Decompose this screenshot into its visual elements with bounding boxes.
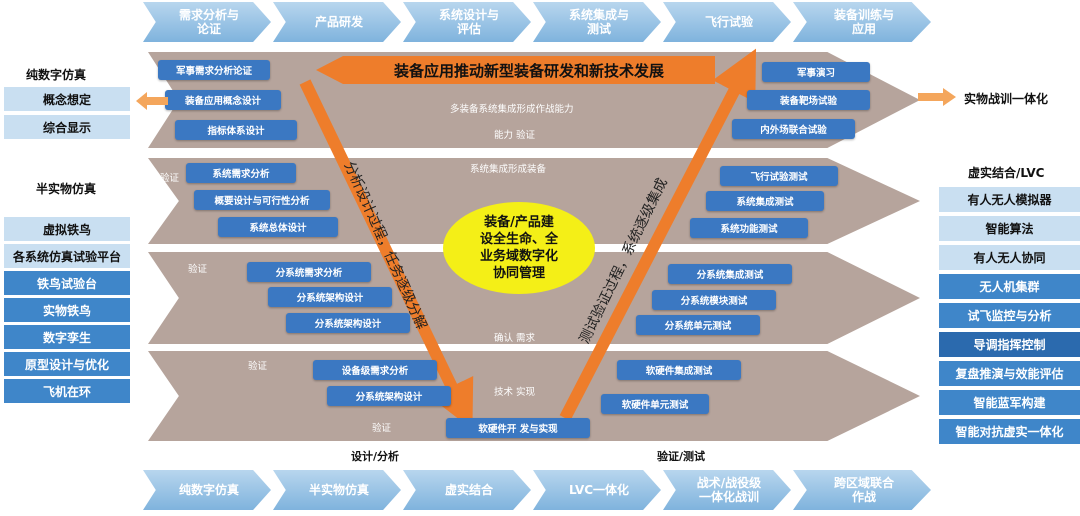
left-title-hardware: 半实物仿真 <box>36 182 97 196</box>
right-box: 有人无人模拟器 <box>939 187 1080 212</box>
top-flow-step: 需求分析与 论证 <box>143 2 271 42</box>
down-arrow <box>299 79 474 430</box>
bottom-flow-step: LVC一体化 <box>533 470 661 510</box>
left-box: 飞机在环 <box>4 379 130 403</box>
banner-arrow-head <box>316 56 343 84</box>
band2-right-item: 飞行试验测试 <box>720 166 838 186</box>
band2-left-item: 系统总体设计 <box>218 217 338 237</box>
band3-verify: 验证 <box>188 264 208 275</box>
right-box: 智能算法 <box>939 216 1080 241</box>
left-box: 各系统仿真试验平台 <box>4 244 130 268</box>
band3-right-item: 分系统单元测试 <box>636 315 760 335</box>
center-circle: 装备/产品建 设全生命、全 业务域数字化 协同管理 <box>443 202 595 294</box>
band3-left-item: 分系统架构设计 <box>286 313 410 333</box>
band4-right-item: 软硬件集成测试 <box>617 360 741 380</box>
left-arrow-icon <box>136 92 168 110</box>
band1-right-item: 装备靶场试验 <box>747 90 870 110</box>
right-box: 有人无人协同 <box>939 245 1080 270</box>
left-box: 综合显示 <box>4 115 130 139</box>
band4-bottom-item: 软硬件开 发与实现 <box>446 418 590 438</box>
right-arrow-icon <box>918 88 956 106</box>
right-box: 导调指挥控制 <box>939 332 1080 357</box>
bottom-flow-step: 纯数字仿真 <box>143 470 271 510</box>
left-box: 数字孪生 <box>4 325 130 349</box>
band4-verify: 验证 <box>372 423 392 434</box>
up-arrow <box>559 48 757 421</box>
band4-verify: 验证 <box>248 361 268 372</box>
test-label: 验证/测试 <box>657 450 706 463</box>
band1-left-item: 军事需求分析论证 <box>158 60 270 80</box>
top-flow-step: 系统设计与 评估 <box>403 2 531 42</box>
band3-left-item: 分系统架构设计 <box>268 287 392 307</box>
band3-right-item: 分系统集成测试 <box>668 264 792 284</box>
band1-right-item: 内外场联合试验 <box>732 119 855 139</box>
top-flow-step: 系统集成与 测试 <box>533 2 661 42</box>
band2-verify: 验证 <box>160 173 180 184</box>
band1-mid-text: 多装备系统集成形成作战能力 <box>450 104 574 115</box>
design-label: 设计/分析 <box>351 450 400 463</box>
band2-left-item: 概要设计与可行性分析 <box>194 190 330 210</box>
band2-right-item: 系统功能测试 <box>690 218 808 238</box>
right-box: 智能对抗虚实一体化 <box>939 419 1080 444</box>
right-box: 复盘推演与效能评估 <box>939 361 1080 386</box>
band3-left-item: 分系统需求分析 <box>247 262 371 282</box>
left-box: 概念想定 <box>4 87 130 111</box>
left-title-digital: 纯数字仿真 <box>26 68 87 82</box>
top-flow-step: 装备训练与 应用 <box>793 2 931 42</box>
right-box: 智能蓝军构建 <box>939 390 1080 415</box>
bottom-flow-step: 跨区域联合 作战 <box>793 470 931 510</box>
band4-right-item: 软硬件单元测试 <box>601 394 709 414</box>
right-arrow-label: 实物战训一体化 <box>964 92 1049 106</box>
bottom-flow-step: 战术/战役级 一体化战训 <box>663 470 791 510</box>
band1-left-item: 指标体系设计 <box>175 120 297 140</box>
left-box: 原型设计与优化 <box>4 352 130 376</box>
band1-right-item: 军事演习 <box>762 62 870 82</box>
banner-title: 装备应用推动新型装备研发和新技术发展 <box>343 56 715 84</box>
band3-mid-text: 确认 需求 <box>494 333 536 344</box>
left-box: 铁鸟试验台 <box>4 271 130 295</box>
right-title-lvc: 虚实结合/LVC <box>968 166 1045 180</box>
band2-mid-text: 系统集成形成装备 <box>470 164 547 175</box>
band1-left-item: 装备应用概念设计 <box>165 90 281 110</box>
right-box: 试飞监控与分析 <box>939 303 1080 328</box>
top-flow-step: 飞行试验 <box>663 2 791 42</box>
band3-right-item: 分系统模块测试 <box>652 290 776 310</box>
band1-mid-text: 能力 验证 <box>494 130 536 141</box>
band2-right-item: 系统集成测试 <box>706 191 824 211</box>
band4-mid-text: 技术 实现 <box>494 387 536 398</box>
band4-left-item: 设备级需求分析 <box>313 360 437 380</box>
left-box: 实物铁鸟 <box>4 298 130 322</box>
left-box: 虚拟铁鸟 <box>4 217 130 241</box>
bottom-flow-step: 虚实结合 <box>403 470 531 510</box>
right-box: 无人机集群 <box>939 274 1080 299</box>
top-flow-step: 产品研发 <box>273 2 401 42</box>
band4-left-item: 分系统架构设计 <box>327 386 451 406</box>
bottom-flow-step: 半实物仿真 <box>273 470 401 510</box>
band2-left-item: 系统需求分析 <box>186 163 296 183</box>
